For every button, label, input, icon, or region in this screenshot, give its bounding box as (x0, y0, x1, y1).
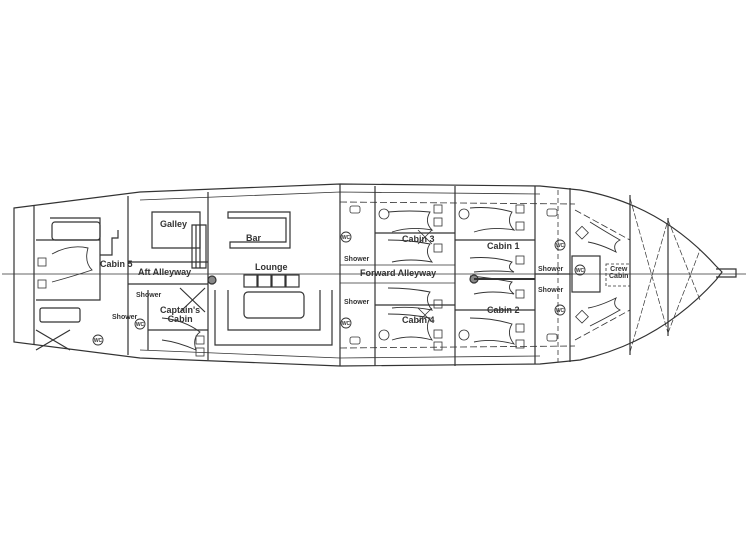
label-cabin-4: Cabin 4 (402, 315, 435, 325)
label-lounge: Lounge (255, 262, 288, 272)
label-galley: Galley (160, 219, 188, 229)
label-forward-alleyway: Forward Alleyway (360, 268, 437, 278)
label-cabin-2: Cabin 2 (487, 305, 520, 315)
bowsprit (716, 268, 737, 278)
svg-text:WC: WC (556, 243, 565, 249)
svg-text:WC: WC (136, 322, 145, 328)
label-shower: Shower (538, 266, 564, 273)
svg-text:WC: WC (94, 338, 103, 344)
label-shower: Shower (344, 256, 370, 263)
svg-text:WC: WC (342, 235, 351, 241)
label-crew-cabin: Crew Cabin (609, 266, 629, 280)
label-captains-cabin: Captain's Cabin (160, 305, 201, 324)
label-aft-alleyway: Aft Alleyway (138, 267, 192, 277)
svg-text:WC: WC (342, 321, 351, 327)
label-shower: Shower (112, 314, 138, 321)
svg-text:WC: WC (576, 268, 585, 274)
hull-outline (13, 183, 723, 367)
label-bar: Bar (246, 233, 262, 243)
label-cabin-5: Cabin 5 (100, 259, 133, 269)
label-shower: Shower (136, 292, 162, 299)
wc-icons: WC WC WC WC WC WC WC (92, 231, 586, 346)
label-cabin-1: Cabin 1 (487, 241, 520, 251)
label-cabin-3: Cabin 3 (402, 234, 435, 244)
label-shower: Shower (538, 287, 564, 294)
label-shower: Shower (344, 299, 370, 306)
svg-text:WC: WC (556, 308, 565, 314)
